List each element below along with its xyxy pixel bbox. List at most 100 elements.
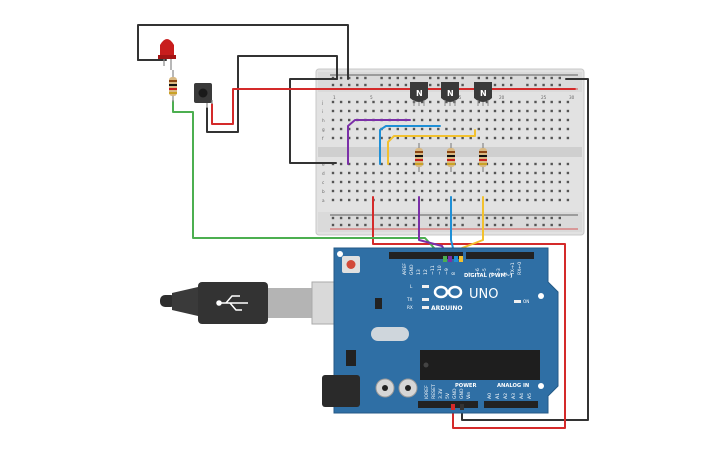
breadboard-hole[interactable] [477,76,480,80]
breadboard-hole[interactable] [501,109,505,113]
breadboard-hole[interactable] [420,136,424,140]
breadboard-hole[interactable] [526,83,529,87]
breadboard-hole[interactable] [566,189,570,193]
breadboard-hole[interactable] [420,180,424,184]
breadboard-hole[interactable] [339,189,343,193]
breadboard-hole[interactable] [493,109,497,113]
breadboard-hole[interactable] [566,136,570,140]
arduino-uno-board[interactable]: L TX RX ON ARDUINO UNO DIGITAL (PWM~) PO… [322,247,559,414]
breadboard-hole[interactable] [388,127,391,131]
breadboard-hole[interactable] [469,118,472,122]
breadboard-hole[interactable] [364,127,367,131]
breadboard-hole[interactable] [404,162,408,166]
breadboard-hole[interactable] [331,223,335,227]
breadboard-hole[interactable] [493,198,497,202]
breadboard-hole[interactable] [364,100,367,104]
breadboard-hole[interactable] [412,127,416,131]
breadboard-hole[interactable] [396,216,399,220]
breadboard-hole[interactable] [445,171,448,175]
breadboard-hole[interactable] [437,118,440,122]
breadboard-hole[interactable] [445,100,448,104]
breadboard-hole[interactable] [518,136,521,140]
breadboard-hole[interactable] [534,216,537,220]
breadboard-hole[interactable] [429,216,432,220]
breadboard-hole[interactable] [550,198,553,202]
breadboard-hole[interactable] [437,83,440,87]
breadboard-hole[interactable] [396,171,399,175]
breadboard-hole[interactable] [396,109,399,113]
breadboard-hole[interactable] [550,118,553,122]
breadboard-hole[interactable] [356,136,359,140]
breadboard-hole[interactable] [331,198,335,202]
breadboard-hole[interactable] [469,127,472,131]
transistor-3[interactable]: N [474,82,492,106]
breadboard-hole[interactable] [510,136,513,140]
breadboard-hole[interactable] [420,189,424,193]
breadboard-hole[interactable] [477,180,480,184]
breadboard-hole[interactable] [388,83,391,87]
breadboard-hole[interactable] [542,189,545,193]
breadboard-hole[interactable] [469,100,472,104]
breadboard-hole[interactable] [518,171,521,175]
breadboard-hole[interactable] [429,83,432,87]
breadboard-hole[interactable] [510,127,513,131]
breadboard-hole[interactable] [445,127,448,131]
breadboard-hole[interactable] [518,127,521,131]
breadboard-hole[interactable] [445,118,448,122]
breadboard-hole[interactable] [453,180,456,184]
breadboard-hole[interactable] [356,189,359,193]
breadboard-hole[interactable] [339,83,343,87]
breadboard-hole[interactable] [396,127,399,131]
breadboard-hole[interactable] [396,223,399,227]
breadboard-hole[interactable] [493,127,497,131]
breadboard-hole[interactable] [558,100,561,104]
breadboard-hole[interactable] [412,223,416,227]
breadboard-hole[interactable] [477,109,480,113]
breadboard-hole[interactable] [501,118,505,122]
breadboard-hole[interactable] [420,100,424,104]
breadboard-hole[interactable] [453,136,456,140]
breadboard-hole[interactable] [412,109,416,113]
breadboard-hole[interactable] [501,171,505,175]
breadboard-hole[interactable] [510,216,513,220]
breadboard-hole[interactable] [356,127,359,131]
breadboard-hole[interactable] [469,198,472,202]
digital-header-left[interactable] [389,252,463,259]
breadboard-hole[interactable] [331,136,335,140]
breadboard-hole[interactable] [477,162,480,166]
breadboard-hole[interactable] [550,76,553,80]
breadboard-hole[interactable] [372,109,375,113]
breadboard-hole[interactable] [566,100,570,104]
breadboard-hole[interactable] [469,171,472,175]
breadboard-hole[interactable] [396,162,399,166]
power-header[interactable] [418,401,478,408]
breadboard-hole[interactable] [550,171,553,175]
breadboard-hole[interactable] [493,171,497,175]
breadboard-hole[interactable] [558,198,561,202]
breadboard-hole[interactable] [429,76,432,80]
breadboard-hole[interactable] [510,118,513,122]
breadboard-hole[interactable] [469,136,472,140]
breadboard-hole[interactable] [396,76,399,80]
breadboard-hole[interactable] [469,180,472,184]
breadboard-hole[interactable] [437,76,440,80]
breadboard-hole[interactable] [445,180,448,184]
breadboard-hole[interactable] [348,180,351,184]
breadboard-hole[interactable] [501,76,505,80]
breadboard-hole[interactable] [534,83,537,87]
breadboard-hole[interactable] [477,198,480,202]
breadboard-hole[interactable] [542,118,545,122]
breadboard-hole[interactable] [404,198,408,202]
breadboard-hole[interactable] [364,76,367,80]
breadboard-hole[interactable] [412,189,416,193]
breadboard-hole[interactable] [412,180,416,184]
breadboard-hole[interactable] [501,180,505,184]
push-button[interactable] [194,83,213,108]
breadboard-hole[interactable] [526,223,529,227]
breadboard-hole[interactable] [380,162,383,166]
breadboard-hole[interactable] [550,223,553,227]
breadboard-hole[interactable] [501,136,505,140]
breadboard-hole[interactable] [526,100,529,104]
breadboard-hole[interactable] [526,127,529,131]
breadboard-hole[interactable] [331,127,335,131]
